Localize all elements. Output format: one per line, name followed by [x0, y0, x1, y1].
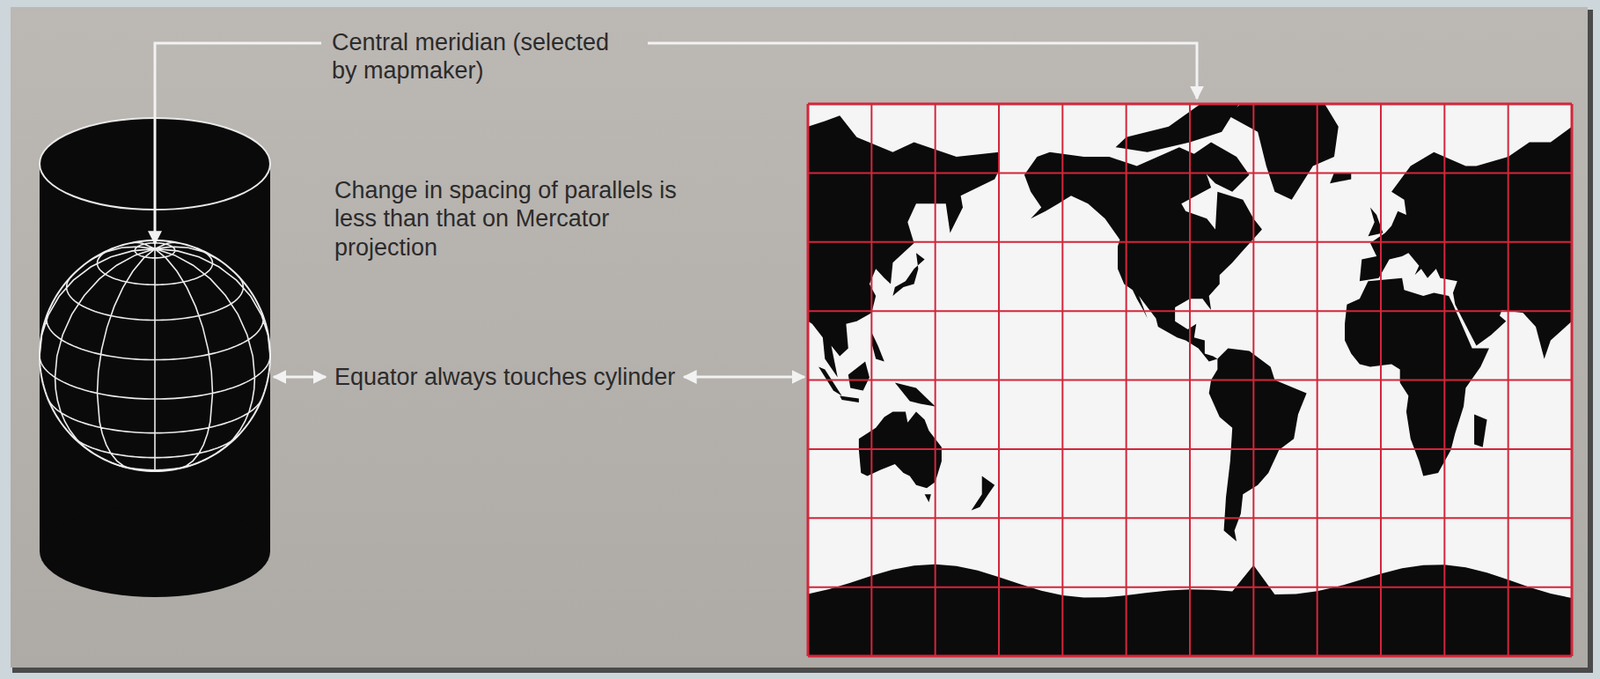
leader-arrow: [683, 375, 805, 379]
parallel-line: [807, 171, 1572, 174]
globe-outline: [39, 240, 271, 471]
callout-label: Central meridian (selected by mapmaker): [331, 28, 636, 86]
landmass: [871, 331, 884, 361]
landmass: [971, 475, 996, 510]
parallel-line: [807, 586, 1572, 588]
parallel-line: [807, 309, 1572, 312]
leader-arrow: [154, 43, 322, 244]
landmass: [807, 115, 999, 377]
landmass: [848, 361, 870, 391]
note-label: Change in spacing of parallels is less t…: [334, 176, 705, 262]
panel: [10, 7, 1588, 668]
parallel-line: [807, 516, 1572, 519]
landmass: [818, 366, 843, 397]
landmass: [892, 252, 925, 296]
leader-arrow: [647, 43, 1197, 99]
globe-graticule: [39, 240, 271, 471]
callout-label: Equator always touches cylinder: [334, 362, 676, 391]
map-grid: [807, 103, 1572, 656]
landmass: [1189, 142, 1250, 192]
continents: [807, 103, 1572, 656]
landmass: [924, 493, 932, 502]
parallel-line: [807, 379, 1572, 382]
globe: [39, 240, 271, 471]
landmass: [839, 395, 859, 403]
landmass: [1329, 172, 1351, 184]
cylinder-bottom: [39, 505, 271, 597]
landmass: [1227, 103, 1338, 200]
parallel-line: [807, 654, 1572, 658]
landmass: [895, 381, 936, 406]
parallel-line: [807, 102, 1572, 106]
landmass: [1115, 103, 1244, 153]
parallel-line: [807, 241, 1572, 243]
leader-arrow: [273, 375, 326, 379]
landmass: [1209, 347, 1307, 541]
parallel-line: [807, 447, 1572, 450]
landmass: [1474, 414, 1487, 448]
